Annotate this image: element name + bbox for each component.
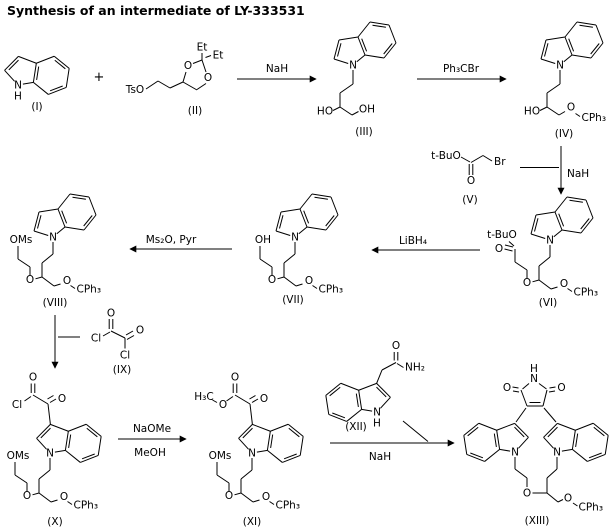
reagent-step2-label: Ph₃CBr	[443, 63, 480, 75]
compound-x-structure: Cl	[7, 372, 109, 512]
compound-iii-structure: N HO OH	[317, 21, 397, 118]
compound-xi-structure: O H₃C	[194, 372, 310, 512]
reagent-step1-label: NaH	[266, 63, 288, 75]
methyl-label: H₃C	[194, 391, 213, 403]
dioxolane-o1-label: O	[184, 60, 192, 72]
reagent-naome-label: NaOMe	[133, 423, 171, 435]
trityl-o-label: O	[567, 102, 575, 114]
macrocycle-o-label: O	[523, 488, 531, 500]
tso-label: TsO	[125, 84, 144, 96]
compound-vii-structure: N OH	[255, 193, 344, 296]
oh-label: OH	[255, 234, 271, 246]
compound-ii-structure: TsO O O Et Et	[125, 42, 224, 97]
compound-vi-label: (VI)	[539, 297, 557, 309]
compound-vi-structure: N O t-BuO	[487, 196, 599, 299]
arrow-step6	[51, 315, 80, 369]
compound-i-structure: N H	[1, 37, 78, 106]
reagent-step4-label: LiBH₄	[399, 235, 427, 247]
compound-x-label: (X)	[47, 516, 62, 528]
scheme-title: Synthesis of an intermediate of LY-33353…	[7, 3, 305, 18]
br-label: Br	[494, 156, 506, 168]
oms-label: OMs	[10, 234, 33, 246]
compound-ix-structure: Cl O O Cl	[91, 308, 144, 362]
oh-label: OH	[359, 104, 375, 116]
o1-label: O	[107, 308, 115, 320]
reagent-step7-label: NaH	[369, 451, 391, 463]
arrow-step4: LiBH₄	[371, 235, 480, 254]
arrow-step2: Ph₃CBr	[417, 63, 507, 83]
left-indole-n-label: N	[511, 447, 519, 459]
reagent-meoh-label: MeOH	[134, 447, 166, 459]
carbonyl-o-label: O	[495, 243, 503, 255]
indole-n-label: N	[14, 80, 22, 92]
imide-nh-label: H	[530, 363, 538, 375]
compound-vii-label: (VII)	[282, 294, 304, 306]
tbuo-label: t-BuO	[431, 150, 461, 162]
compound-v-label: (V)	[462, 194, 477, 206]
compound-iii-label: (III)	[355, 126, 372, 138]
imide-o-right-label: O	[557, 382, 565, 394]
dioxolane-o3-label: O	[204, 72, 212, 84]
ho-label: HO	[524, 106, 540, 118]
indole-n-label: N	[546, 235, 554, 247]
tbuo-label: t-BuO	[487, 229, 517, 241]
ethyl-1-label: Et	[197, 42, 208, 54]
indole-n-label: N	[373, 407, 381, 419]
trityl-cph3-label: CPh₃	[582, 112, 607, 124]
arrow-step6b: NaOMe MeOH	[118, 423, 187, 459]
trityl-cph3-label: CPh₃	[579, 502, 604, 514]
indole-nh-label: H	[14, 91, 22, 103]
indole-n-label: N	[49, 232, 57, 244]
cl1-label: Cl	[91, 333, 101, 345]
arrow-step5: Ms₂O, Pyr	[129, 234, 232, 253]
compound-xii-label: (XII)	[345, 421, 367, 433]
compound-xiii-structure: H N O O N N O O CPh₃	[455, 363, 611, 514]
plus-sign: +	[94, 70, 105, 85]
compound-xii-structure: N H O NH₂	[317, 340, 425, 433]
compound-viii-structure: N OMs	[10, 193, 102, 296]
arrow-step3: NaH	[520, 146, 589, 195]
compound-v-structure: t-BuO O Br	[431, 150, 506, 187]
compound-ix-label: (IX)	[113, 364, 131, 376]
imide-o-left-label: O	[503, 382, 511, 394]
arrow-step7: NaH	[330, 420, 455, 463]
ester-o-label: O	[467, 175, 475, 187]
indole-n-label: N	[291, 232, 299, 244]
arrow-step1: NaH	[237, 63, 317, 83]
ester-o-label: O	[219, 399, 227, 411]
reagent-step3-label: NaH	[567, 168, 589, 180]
ethyl-2-label: Et	[213, 50, 224, 62]
compound-iv-structure: N HO O CPh₃	[524, 21, 607, 124]
cl2-label: Cl	[120, 350, 130, 362]
compound-iv-label: (IV)	[555, 128, 573, 140]
o2-label: O	[136, 325, 144, 337]
amide-o-label: O	[392, 340, 400, 352]
right-indole-n-label: N	[553, 447, 561, 459]
indole-n-label: N	[349, 60, 357, 72]
acyl-cl-label: Cl	[12, 399, 22, 411]
amide-nh2-label: NH₂	[405, 362, 425, 374]
indole-n-label: N	[556, 60, 564, 72]
compound-i-label: (I)	[31, 101, 42, 113]
compound-viii-label: (VIII)	[43, 297, 68, 309]
trityl-o-label: O	[564, 493, 572, 505]
compound-ii-label: (II)	[188, 105, 202, 117]
compound-xi-label: (XI)	[243, 516, 261, 528]
reagent-step5-label: Ms₂O, Pyr	[146, 234, 197, 246]
compound-xiii-label: (XIII)	[525, 515, 550, 527]
imide-n-label: N	[530, 373, 538, 385]
ho-label: HO	[317, 106, 333, 118]
indole-nh-label: H	[373, 418, 381, 430]
